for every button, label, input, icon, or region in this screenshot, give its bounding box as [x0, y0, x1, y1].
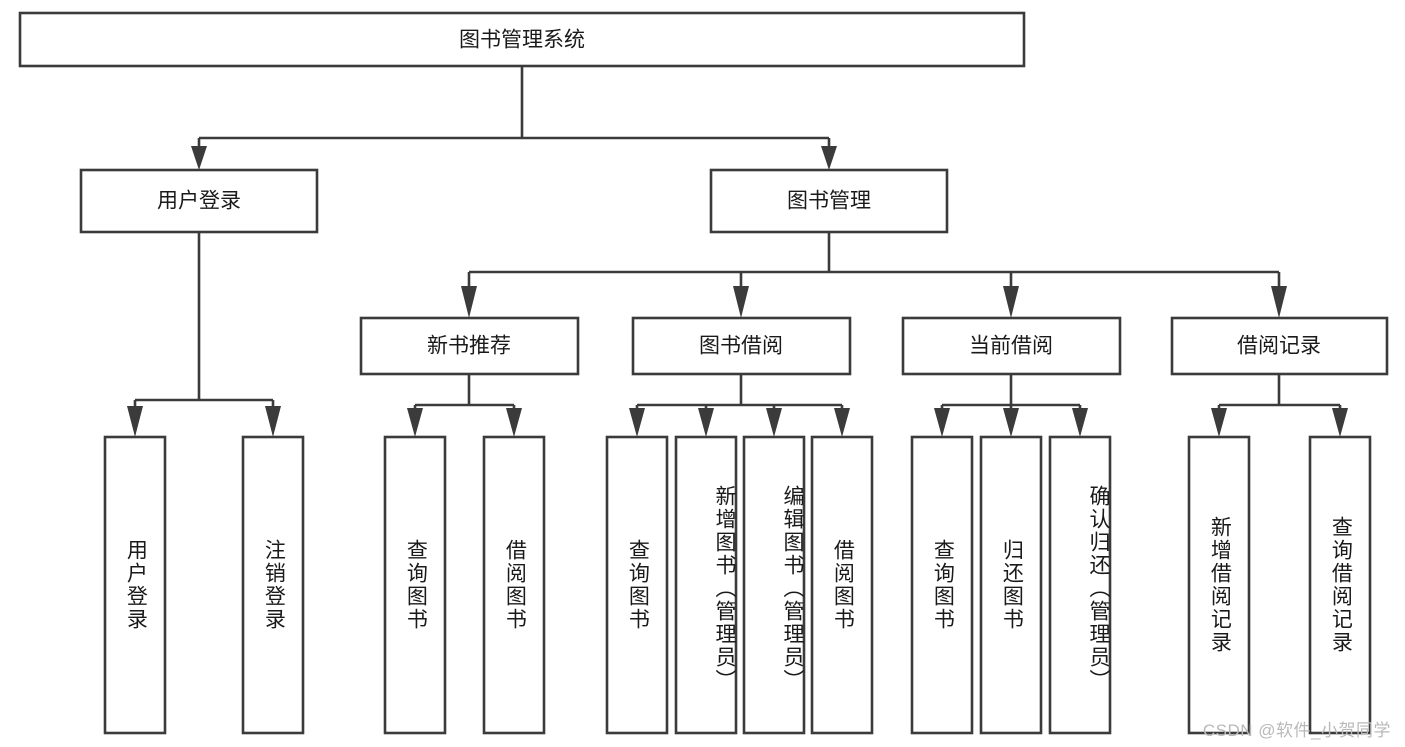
node-borrow-record-label: 借阅记录: [1237, 335, 1321, 358]
arrow-new-book-recommend: [461, 286, 477, 318]
node-user-login[interactable]: 用户登录: [79, 168, 319, 234]
node-leaf-user-login-box[interactable]: [103, 435, 167, 735]
node-leaf-borrow-book-2-box[interactable]: [810, 435, 874, 735]
node-leaf-query-book-3-box[interactable]: [910, 435, 974, 735]
arrow-leaf-query-book-3: [934, 408, 950, 437]
arrow-book-borrow: [733, 286, 749, 318]
arrow-leaf-borrow-book-2: [834, 408, 850, 437]
arrow-leaf-query-book-2: [629, 408, 645, 437]
node-leaf-confirm-return-box[interactable]: [1048, 435, 1112, 735]
node-book-borrow-label: 图书借阅: [699, 335, 783, 358]
node-borrow-record-box[interactable]: [1170, 316, 1389, 376]
node-new-book-recommend[interactable]: 新书推荐: [359, 316, 580, 376]
node-leaf-return-book-box[interactable]: [979, 435, 1043, 735]
arrow-leaf-confirm-return: [1072, 408, 1088, 437]
watermark: CSDN @软件_小贺同学: [1202, 721, 1391, 740]
node-current-borrow-label: 当前借阅: [969, 335, 1053, 358]
node-leaf-logout-box[interactable]: [241, 435, 305, 735]
arrow-leaf-edit-book: [766, 408, 782, 437]
arrow-leaf-logout: [265, 406, 281, 437]
node-book-borrow[interactable]: 图书借阅: [631, 316, 852, 376]
arrow-leaf-query-record: [1332, 408, 1348, 437]
connector-layer: [127, 66, 1348, 437]
node-book-borrow-box[interactable]: [631, 316, 852, 376]
node-user-login-box[interactable]: [79, 168, 319, 234]
arrow-borrow-record: [1271, 286, 1287, 318]
arrow-leaf-add-record: [1211, 408, 1227, 437]
arrow-leaf-return-book: [1003, 408, 1019, 437]
node-borrow-record[interactable]: 借阅记录: [1170, 316, 1389, 376]
node-leaf-add-book-box[interactable]: [674, 435, 738, 735]
node-leaf-query-record-box[interactable]: [1308, 435, 1372, 735]
node-new-book-recommend-label: 新书推荐: [427, 335, 511, 358]
node-root-label: 图书管理系统: [459, 29, 585, 52]
node-current-borrow-box[interactable]: [901, 316, 1122, 376]
node-layer: 图书管理系统 用户登录 图书管理 新书推荐 图书借阅 当前: [18, 11, 1389, 735]
node-root-box[interactable]: [18, 11, 1026, 68]
arrow-leaf-query-book-1: [407, 408, 423, 437]
node-root[interactable]: 图书管理系统: [18, 11, 1026, 68]
arrow-current-borrow: [1003, 286, 1019, 318]
arrow-leaf-borrow-book-1: [506, 408, 522, 437]
arrow-user-login: [191, 146, 207, 170]
node-leaf-borrow-book-1-box[interactable]: [482, 435, 546, 735]
node-user-login-label: 用户登录: [157, 190, 241, 213]
node-leaf-edit-book-box[interactable]: [742, 435, 806, 735]
node-leaf-add-record-box[interactable]: [1187, 435, 1251, 735]
node-leaf-query-book-1-box[interactable]: [383, 435, 447, 735]
node-book-management-box[interactable]: [709, 168, 949, 234]
node-new-book-recommend-box[interactable]: [359, 316, 580, 376]
arrow-book-management: [821, 146, 837, 170]
node-book-management[interactable]: 图书管理: [709, 168, 949, 234]
arrow-leaf-add-book: [698, 408, 714, 437]
node-current-borrow[interactable]: 当前借阅: [901, 316, 1122, 376]
node-book-management-label: 图书管理: [787, 190, 871, 213]
arrow-leaf-user-login: [127, 406, 143, 437]
node-leaf-query-book-2-box[interactable]: [605, 435, 669, 735]
